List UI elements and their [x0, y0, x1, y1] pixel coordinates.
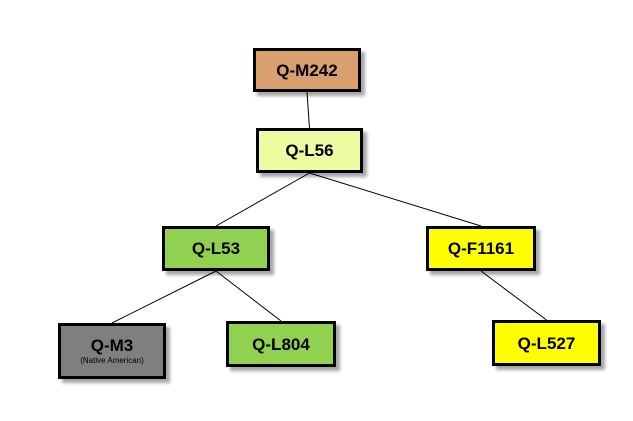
connector-f1161-l527	[480, 270, 547, 321]
node-q-l56: Q-L56	[256, 128, 363, 173]
connector-l53-m3	[111, 270, 217, 324]
connector-m242-l56	[306, 91, 310, 129]
node-label: Q-L804	[252, 334, 310, 354]
node-q-m242: Q-M242	[253, 48, 361, 92]
node-q-f1161: Q-F1161	[426, 226, 536, 271]
node-q-l804: Q-L804	[226, 321, 336, 367]
node-label: Q-L53	[191, 239, 241, 258]
node-label: Q-M242	[276, 60, 338, 80]
node-q-l53: Q-L53	[162, 226, 270, 271]
node-label: Q-L56	[285, 141, 334, 160]
connector-l56-l53	[215, 172, 310, 227]
node-sublabel: (Native American)	[80, 356, 144, 365]
node-label: Q-M3	[90, 336, 134, 355]
node-label: Q-F1161	[447, 239, 515, 258]
connector-l53-l804	[215, 270, 282, 322]
connector-l56-f1161	[309, 172, 482, 227]
node-label: Q-L527	[517, 333, 576, 353]
node-q-m3: Q-M3 (Native American)	[58, 323, 166, 379]
node-q-l527: Q-L527	[492, 320, 601, 366]
